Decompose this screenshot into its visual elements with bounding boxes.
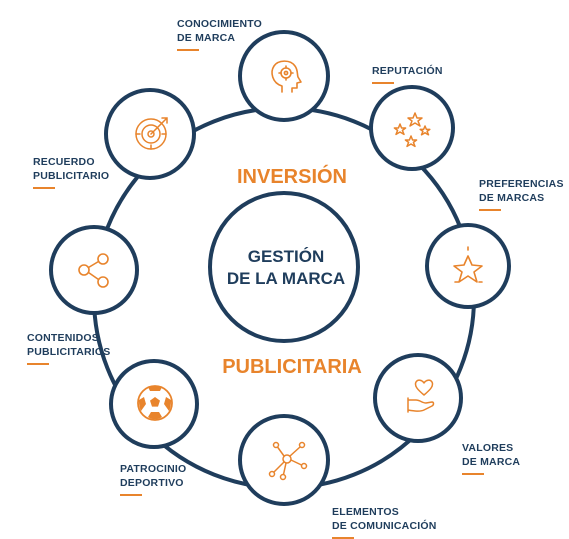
label-line1: VALORES: [462, 442, 514, 454]
label-underline: [479, 209, 501, 211]
node-preferencias: [425, 223, 511, 309]
label-line1: REPUTACIÓN: [372, 65, 443, 77]
label-recuerdo: RECUERDO PUBLICITARIO: [33, 155, 109, 189]
label-line2: DE MARCAS: [479, 192, 545, 204]
node-reputacion: [369, 85, 455, 171]
star-sparkle-icon: [453, 246, 483, 283]
label-underline: [33, 187, 55, 189]
ring-word-top: INVERSIÓN: [236, 166, 348, 188]
label-line2: DE MARCA: [462, 456, 521, 468]
label-underline: [177, 49, 199, 51]
label-line1: PATROCINIO: [120, 463, 187, 475]
label-line1: CONOCIMIENTO: [177, 18, 263, 30]
node-elementos: [238, 414, 330, 506]
node-valores: [373, 353, 463, 443]
label-line1: CONTENIDOS: [27, 332, 100, 344]
label-underline: [372, 82, 394, 84]
label-line1: PREFERENCIAS: [479, 178, 564, 190]
node-recuerdo: [104, 88, 196, 180]
label-patrocinio: PATROCINIO DEPORTIVO: [120, 462, 186, 496]
network-icon: [268, 441, 308, 481]
heart-hand-icon: [407, 379, 435, 413]
node-contenidos: [49, 225, 139, 315]
ring-word-bottom: PUBLICITARIA: [222, 356, 362, 378]
center-title-line2: DE LA MARCA: [226, 269, 346, 288]
node-patrocinio: [109, 359, 199, 449]
label-valores: VALORES DE MARCA: [462, 441, 520, 475]
label-line1: ELEMENTOS: [332, 506, 399, 518]
label-line2: DE MARCA: [177, 32, 236, 44]
share-icon: [78, 253, 109, 288]
target-icon: [135, 117, 168, 150]
center-circle: [208, 191, 360, 343]
label-reputacion: REPUTACIÓN: [372, 64, 443, 84]
node-conocimiento: [238, 30, 330, 122]
center-title-line1: GESTIÓN: [247, 247, 325, 266]
head-gear-icon: [271, 60, 302, 93]
label-line1: RECUERDO: [33, 156, 95, 168]
label-conocimiento: CONOCIMIENTO DE MARCA: [177, 17, 262, 51]
label-line2: DE COMUNICACIÓN: [332, 520, 437, 532]
label-preferencias: PREFERENCIAS DE MARCAS: [479, 177, 564, 211]
label-contenidos: CONTENIDOS PUBLICITARIOS: [27, 331, 111, 365]
soccer-ball-icon: [137, 385, 173, 421]
label-elementos: ELEMENTOS DE COMUNICACIÓN: [332, 505, 437, 539]
label-line2: PUBLICITARIOS: [27, 346, 111, 358]
label-line2: PUBLICITARIO: [33, 170, 110, 182]
label-underline: [120, 494, 142, 496]
center-title: GESTIÓN DE LA MARCA: [206, 246, 366, 290]
label-line2: DEPORTIVO: [120, 477, 184, 489]
stars-icon: [393, 112, 431, 148]
label-underline: [27, 363, 49, 365]
label-underline: [462, 473, 484, 475]
